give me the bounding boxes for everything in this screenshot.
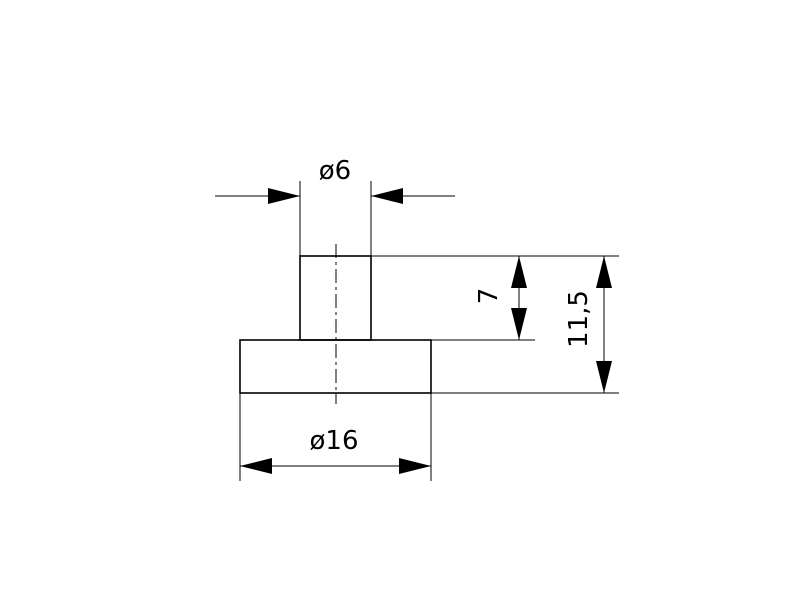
arrow-head (596, 361, 612, 393)
pin-diameter-dimension: ø6 (215, 156, 455, 256)
arrow-head (268, 188, 300, 204)
total-height-dimension: 11,5 (564, 256, 612, 393)
base-diameter-dimension: ø16 (239, 393, 432, 481)
pin-height-label: 7 (474, 288, 504, 305)
arrow-head (596, 256, 612, 288)
arrow-head (399, 458, 431, 474)
arrow-head (511, 308, 527, 340)
arrow-head (511, 256, 527, 288)
arrow-head (240, 458, 272, 474)
total-height-label: 11,5 (564, 290, 594, 348)
arrow-head (371, 188, 403, 204)
pin-diameter-label: ø6 (319, 156, 351, 186)
height-extension-lines (371, 255, 619, 394)
pin-height-dimension: 7 (474, 256, 527, 340)
base-diameter-label: ø16 (310, 426, 359, 456)
